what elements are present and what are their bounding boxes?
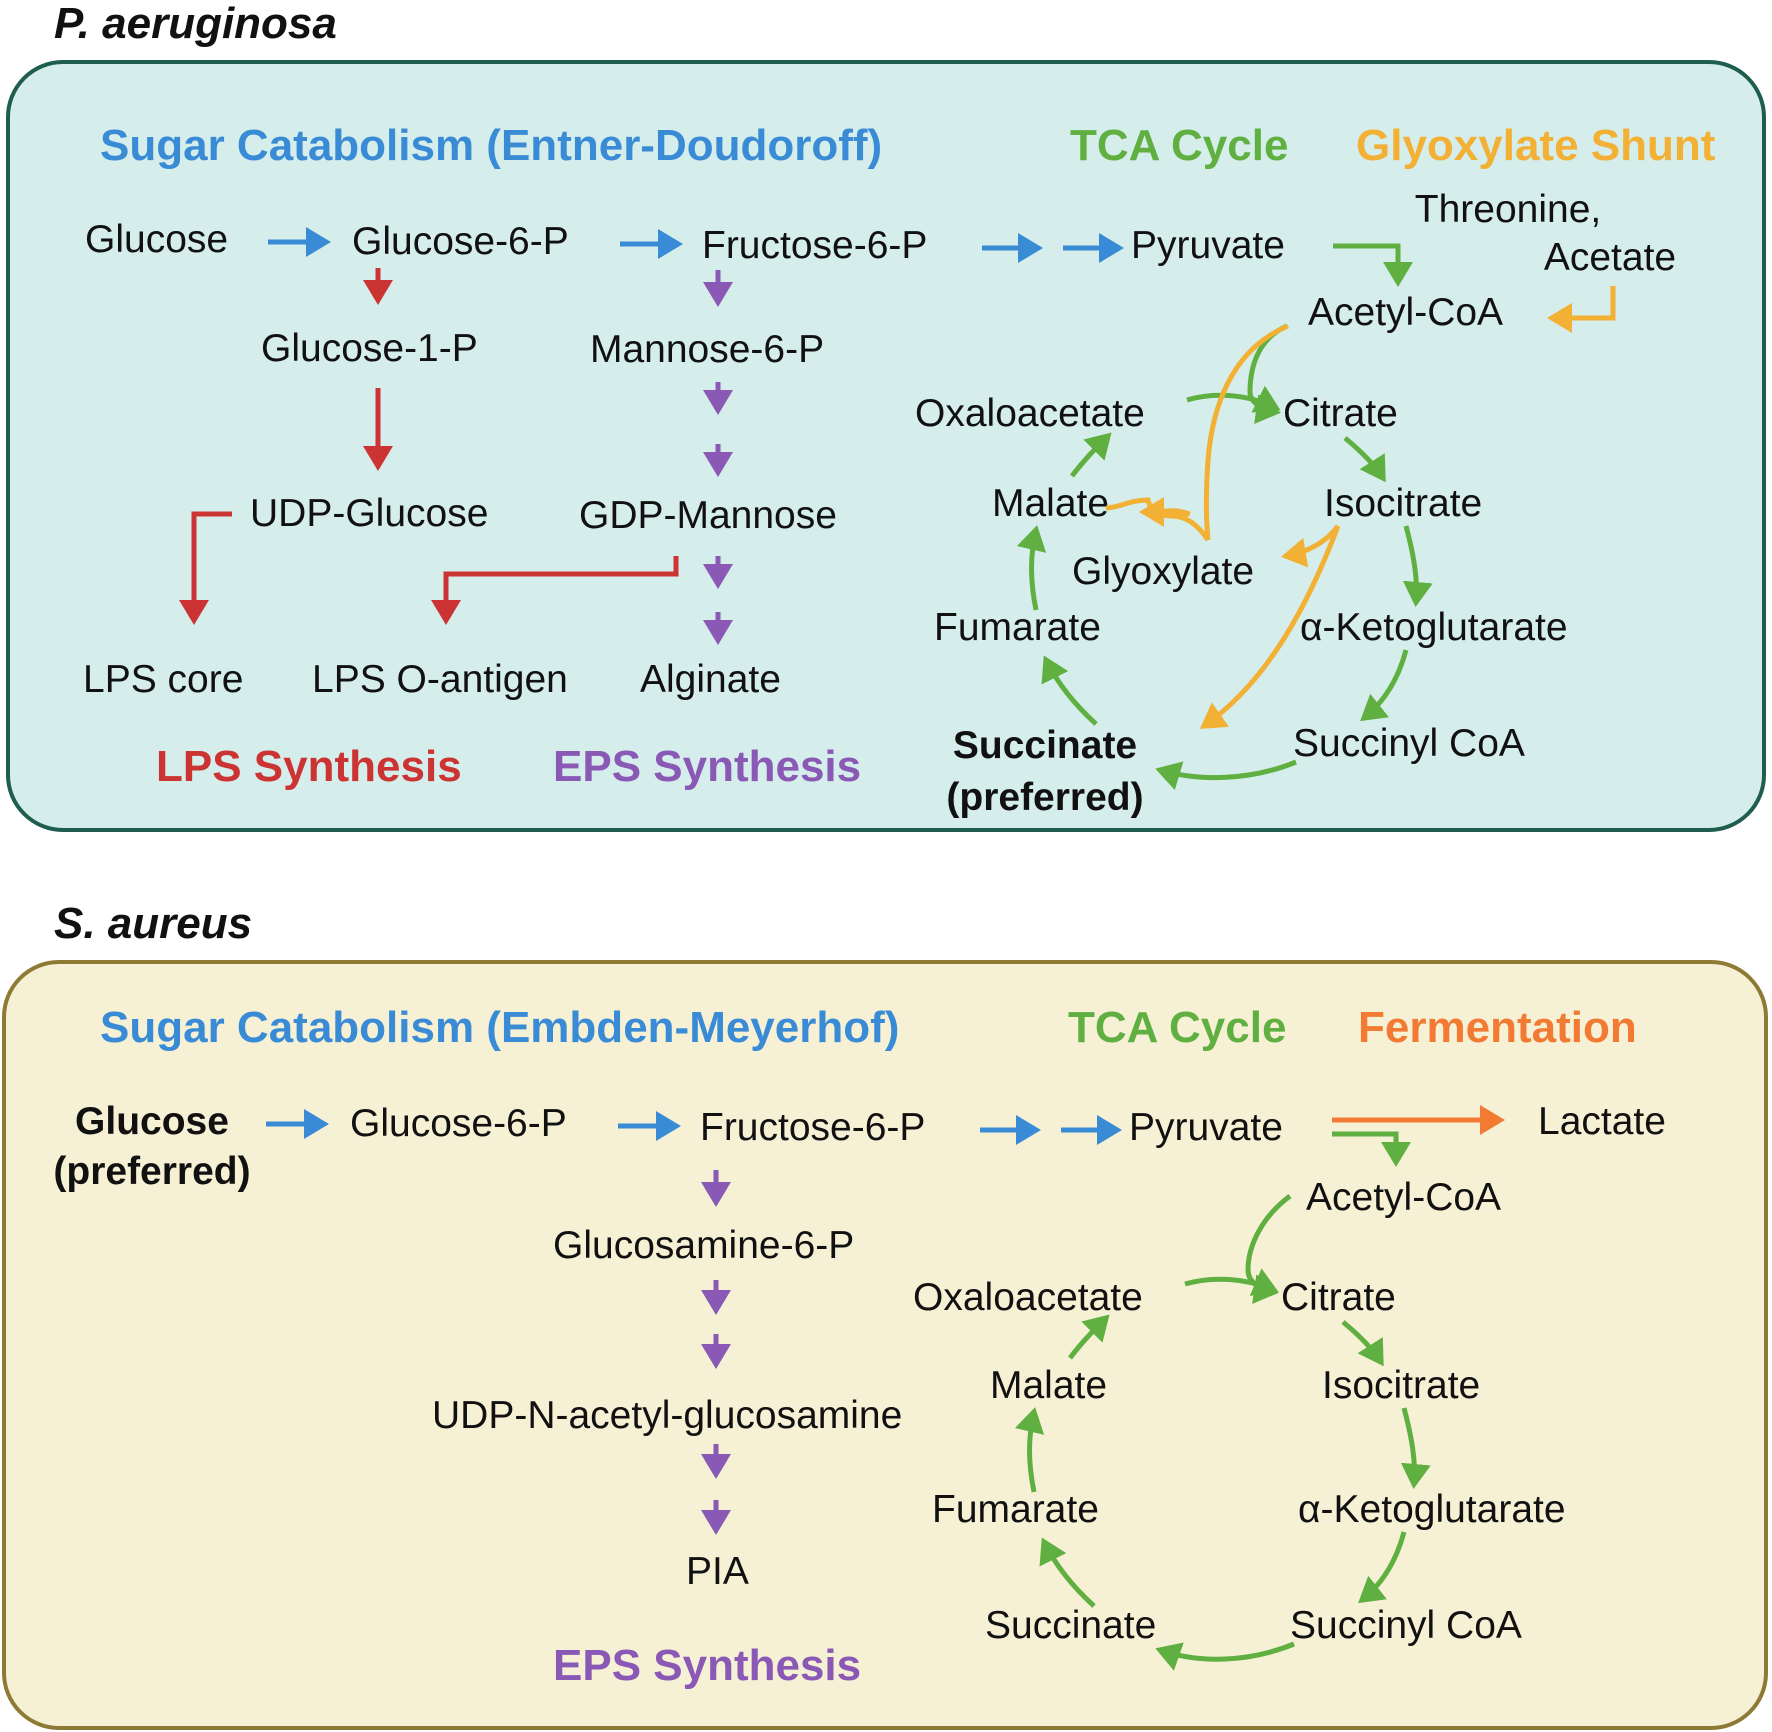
pa-arrow-succinate-to-fumarate <box>1041 655 1098 726</box>
sa-section: S. aureus Sugar Catabolism (Embden-Meyer… <box>2 899 1768 1730</box>
sa-node-glucosamine-6-p: Glucosamine-6-P <box>553 1224 854 1267</box>
sa-node-fructose-6-p: Fructose-6-P <box>700 1106 925 1149</box>
pa-node-succinyl-coa: Succinyl CoA <box>1293 722 1525 765</box>
sa-node-fumarate: Fumarate <box>932 1488 1099 1531</box>
pa-panel <box>6 60 1766 832</box>
pa-arrow-threonine-acetate-to-acetylcoa <box>1547 286 1616 333</box>
pa-node-alginate: Alginate <box>640 658 781 701</box>
sa-node-isocitrate: Isocitrate <box>1322 1364 1480 1407</box>
pa-section: P. aeruginosa Sugar Catabolism (Entner-D… <box>6 0 1766 832</box>
sa-title: S. aureus <box>54 899 252 948</box>
pa-arrow-isocitrate-to-succinate <box>1199 525 1341 729</box>
pa-node-glucose: Glucose <box>85 218 228 261</box>
pa-node-gdp-mannose: GDP-Mannose <box>579 494 837 537</box>
sa-sugar-header: Sugar Catabolism (Embden-Meyerhof) <box>100 1003 899 1052</box>
sa-node-glucose: Glucose <box>75 1100 229 1143</box>
pa-arrow-pyruvate-to-acetylcoa <box>1333 243 1413 287</box>
pa-node-fructose-6-p: Fructose-6-P <box>702 224 927 267</box>
sa-node-pyruvate: Pyruvate <box>1129 1106 1283 1149</box>
pa-glyoxylate-header: Glyoxylate Shunt <box>1356 121 1716 170</box>
sa-node-lactate: Lactate <box>1538 1100 1666 1143</box>
sa-panel <box>2 960 1768 1730</box>
pa-arrow-isocitrate-to-aketo <box>1402 525 1433 607</box>
pa-arrow-oaa-to-citrate <box>1186 385 1281 413</box>
pa-node-lps-core: LPS core <box>83 658 243 701</box>
sa-arrow-aketo-to-succinylcoa <box>1358 1531 1407 1604</box>
sa-arrow-succinate-to-fumarate <box>1039 1537 1096 1608</box>
pa-node-a-ketoglutarate: α-Ketoglutarate <box>1300 606 1568 649</box>
pa-node-oxaloacetate: Oxaloacetate <box>915 392 1145 435</box>
sa-node-a-ketoglutarate: α-Ketoglutarate <box>1298 1488 1566 1531</box>
sa-tca-header: TCA Cycle <box>1068 1003 1286 1052</box>
pa-node-glucose-1-p: Glucose-1-P <box>261 327 478 370</box>
sa-arrow-fumarate-to-malate <box>1014 1407 1045 1493</box>
pa-arrow-aketo-to-succinylcoa <box>1360 649 1409 722</box>
pa-arrow-succinylcoa-to-succinate <box>1155 759 1297 791</box>
pa-node-succinate-preferred: (preferred) <box>946 776 1143 819</box>
pa-arrow-citrate-to-isocitrate <box>1343 436 1386 483</box>
pa-tca-header: TCA Cycle <box>1070 121 1288 170</box>
pa-node-acetyl-coa: Acetyl-CoA <box>1308 291 1503 334</box>
pa-node-succinate: Succinate <box>953 724 1137 767</box>
pa-node-lps-o-antigen: LPS O-antigen <box>312 658 568 701</box>
pa-eps-header: EPS Synthesis <box>553 742 861 791</box>
pa-node-pyruvate: Pyruvate <box>1131 224 1285 267</box>
sa-arrow-oaa-to-citrate <box>1184 1268 1279 1296</box>
sa-fermentation-header: Fermentation <box>1358 1003 1637 1052</box>
sa-arrow-citrate-to-isocitrate <box>1341 1320 1384 1367</box>
pa-arrow-gdpman-to-oantigen <box>431 556 679 625</box>
pa-title: P. aeruginosa <box>54 0 337 48</box>
pa-node-glucose-6-p: Glucose-6-P <box>352 220 569 263</box>
pa-node-threonine: Threonine, <box>1415 188 1601 231</box>
pa-arrow-to-malate <box>1139 497 1191 527</box>
pa-node-udp-glucose: UDP-Glucose <box>250 492 488 535</box>
sa-node-malate: Malate <box>990 1364 1107 1407</box>
sa-node-succinyl-coa: Succinyl CoA <box>1290 1604 1522 1647</box>
sa-node-oxaloacetate: Oxaloacetate <box>913 1276 1143 1319</box>
sa-eps-header: EPS Synthesis <box>553 1641 861 1690</box>
sa-node-udp-n-acetyl-glucosamine: UDP-N-acetyl-glucosamine <box>432 1394 902 1437</box>
pa-node-malate: Malate <box>992 482 1109 525</box>
sa-arrow-succinylcoa-to-succinate <box>1155 1641 1295 1671</box>
sa-node-glucose-6-p: Glucose-6-P <box>350 1102 567 1145</box>
pa-node-citrate: Citrate <box>1283 392 1398 435</box>
pa-arrow-acetylcoa-shunt <box>1204 323 1289 541</box>
sa-arrow-pyruvate-to-acetylcoa <box>1332 1131 1411 1167</box>
pa-node-acetate: Acetate <box>1544 236 1676 279</box>
sa-arrow-malate-to-oaa <box>1068 1314 1110 1360</box>
pa-sugar-header: Sugar Catabolism (Entner-Doudoroff) <box>100 121 882 170</box>
pa-lps-header: LPS Synthesis <box>156 742 462 791</box>
sa-node-pia: PIA <box>686 1550 749 1593</box>
sa-arrow-isocitrate-to-aketo <box>1400 1407 1431 1489</box>
sa-node-acetyl-coa: Acetyl-CoA <box>1306 1176 1501 1219</box>
pa-arrow-fumarate-to-malate <box>1016 525 1047 611</box>
pa-arrow-malate-to-oaa <box>1070 432 1112 478</box>
pa-node-isocitrate: Isocitrate <box>1324 482 1482 525</box>
pa-arrow-udpglc-to-lpscore <box>179 511 232 625</box>
pa-node-fumarate: Fumarate <box>934 606 1101 649</box>
sa-node-succinate: Succinate <box>985 1604 1156 1647</box>
sa-node-citrate: Citrate <box>1281 1276 1396 1319</box>
pa-node-glyoxylate: Glyoxylate <box>1072 550 1254 593</box>
sa-node-glucose-preferred: (preferred) <box>53 1150 250 1193</box>
pa-node-mannose-6-p: Mannose-6-P <box>590 328 824 371</box>
